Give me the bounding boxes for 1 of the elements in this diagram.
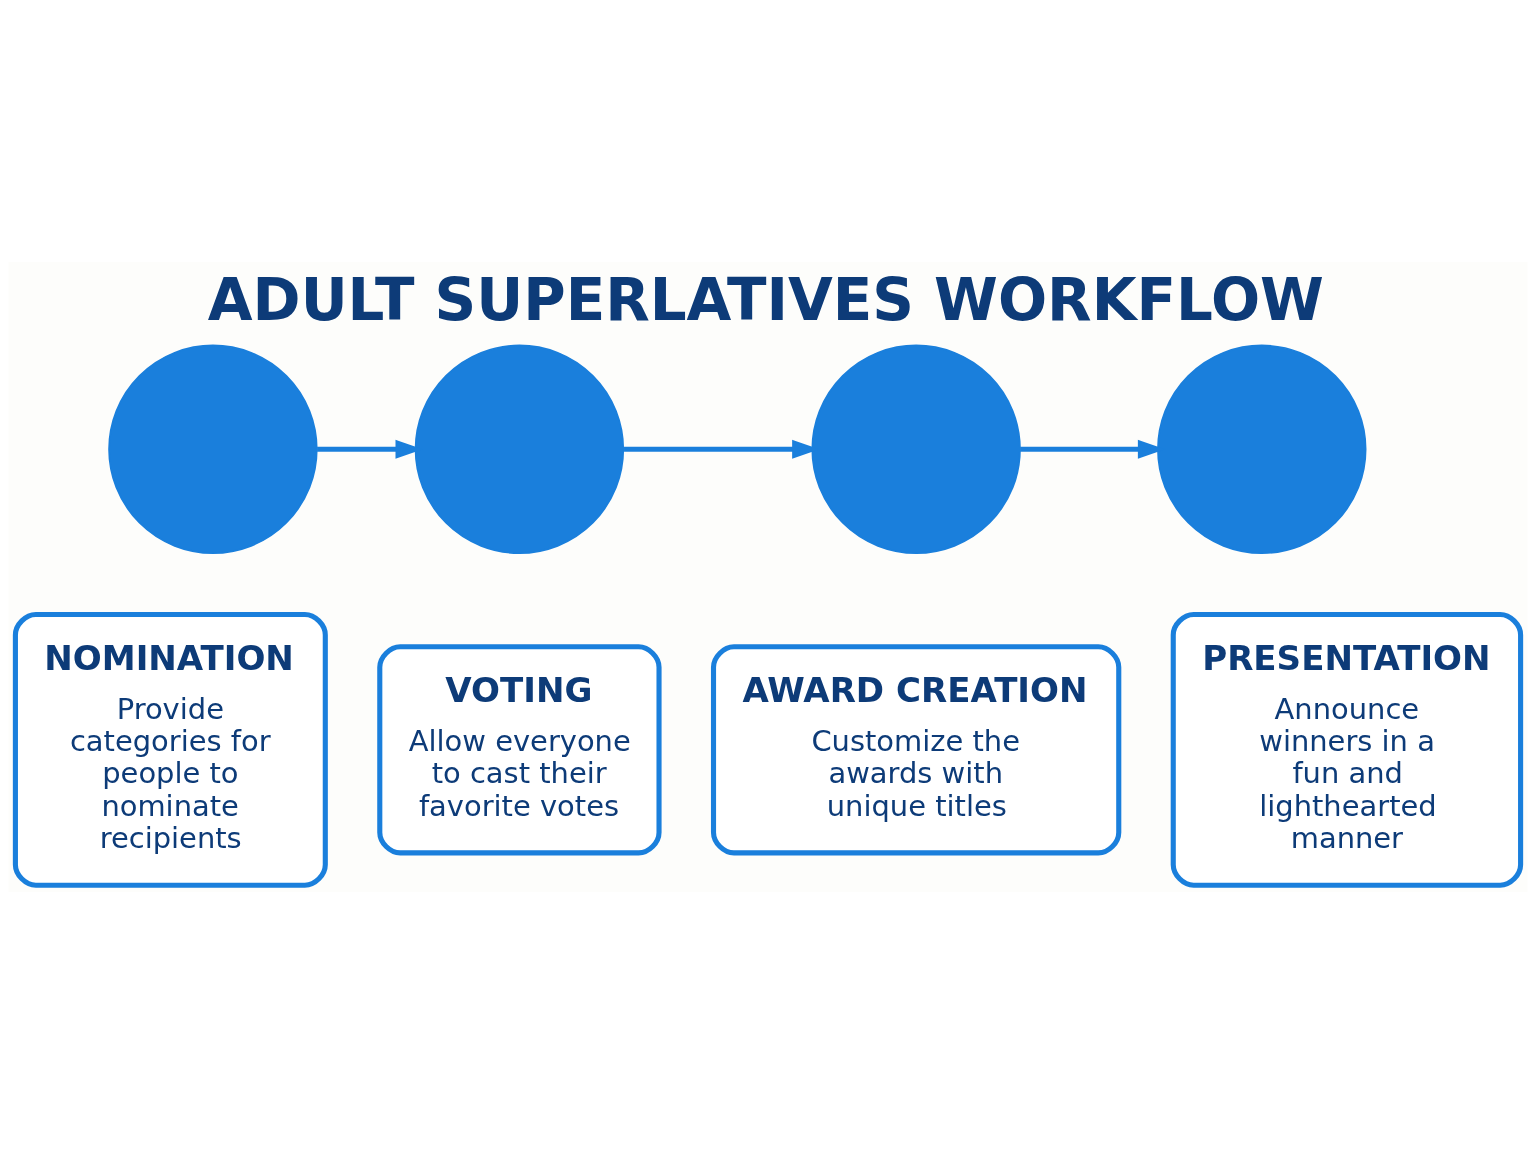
diagram-title: ADULT SUPERLATIVES WORKFLOW — [207, 266, 1324, 335]
